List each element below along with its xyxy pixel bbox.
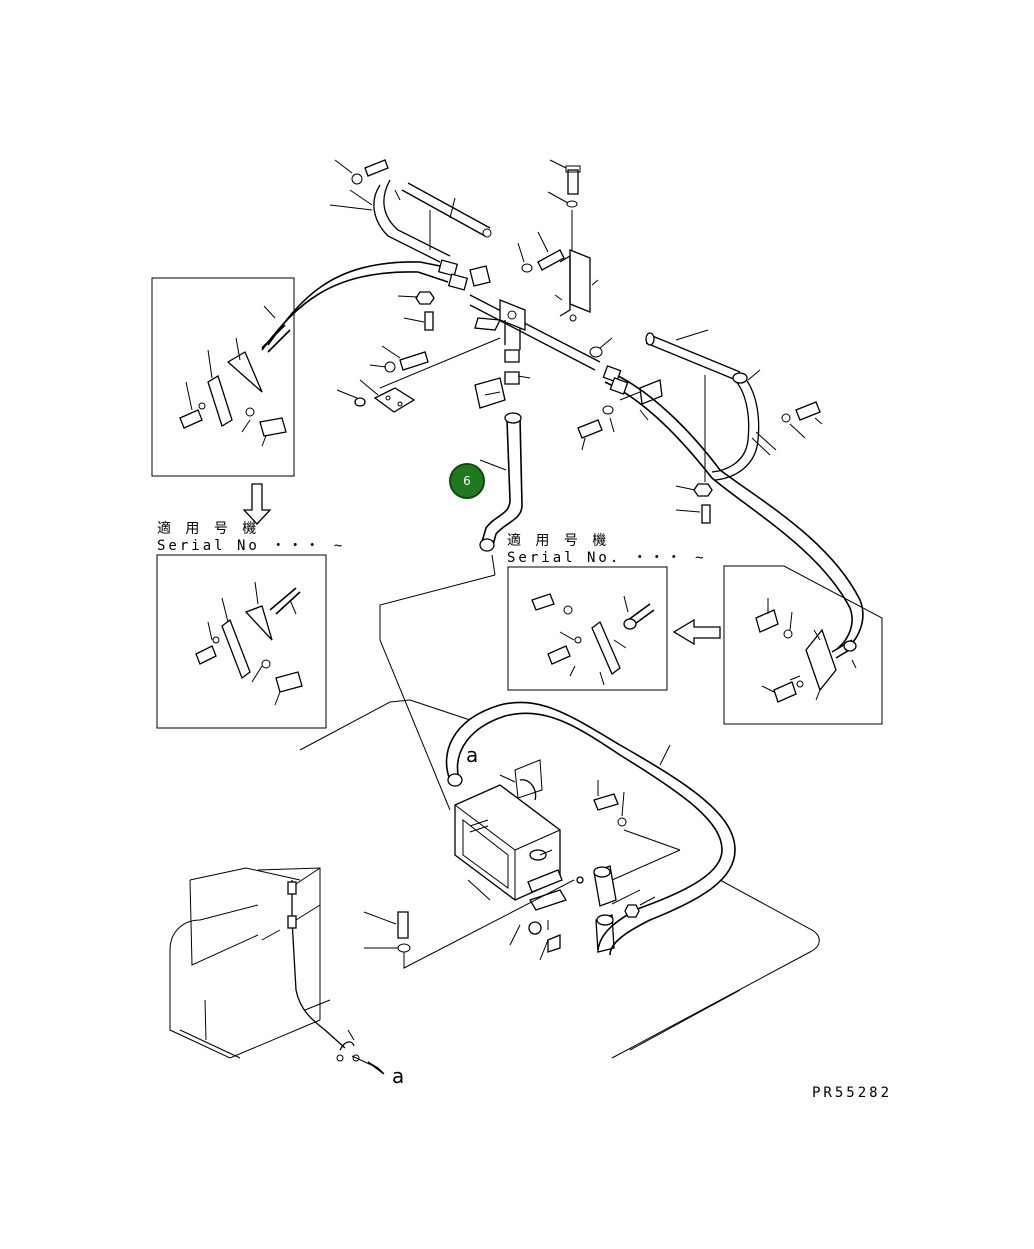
hose-item-6	[379, 412, 523, 640]
serial-left-title: 適 用 号 機	[157, 521, 260, 537]
inset-center-serial	[507, 566, 668, 691]
drawing-code: PR55282	[812, 1085, 893, 1101]
arrow-left	[672, 618, 721, 646]
callout-number: 6	[463, 474, 471, 488]
arrow-down	[242, 483, 272, 525]
callout-marker-6[interactable]: 6	[449, 463, 485, 499]
upper-left-hose-assembly	[261, 159, 501, 413]
inset-top-left	[151, 277, 295, 477]
serial-center-number: Serial No. ・・・ ~	[507, 550, 707, 566]
inset-right	[723, 565, 883, 725]
serial-center-title: 適 用 号 機	[507, 533, 610, 549]
serial-left-number: Serial No ・・・ ~	[157, 538, 346, 554]
tee-junction	[469, 159, 613, 409]
lower-assembly	[169, 639, 820, 1075]
ref-label-a-bottom: a	[392, 1064, 405, 1088]
inset-left-serial	[156, 554, 327, 729]
right-hose-assembly	[577, 329, 864, 651]
ref-label-a-top: a	[466, 743, 479, 767]
